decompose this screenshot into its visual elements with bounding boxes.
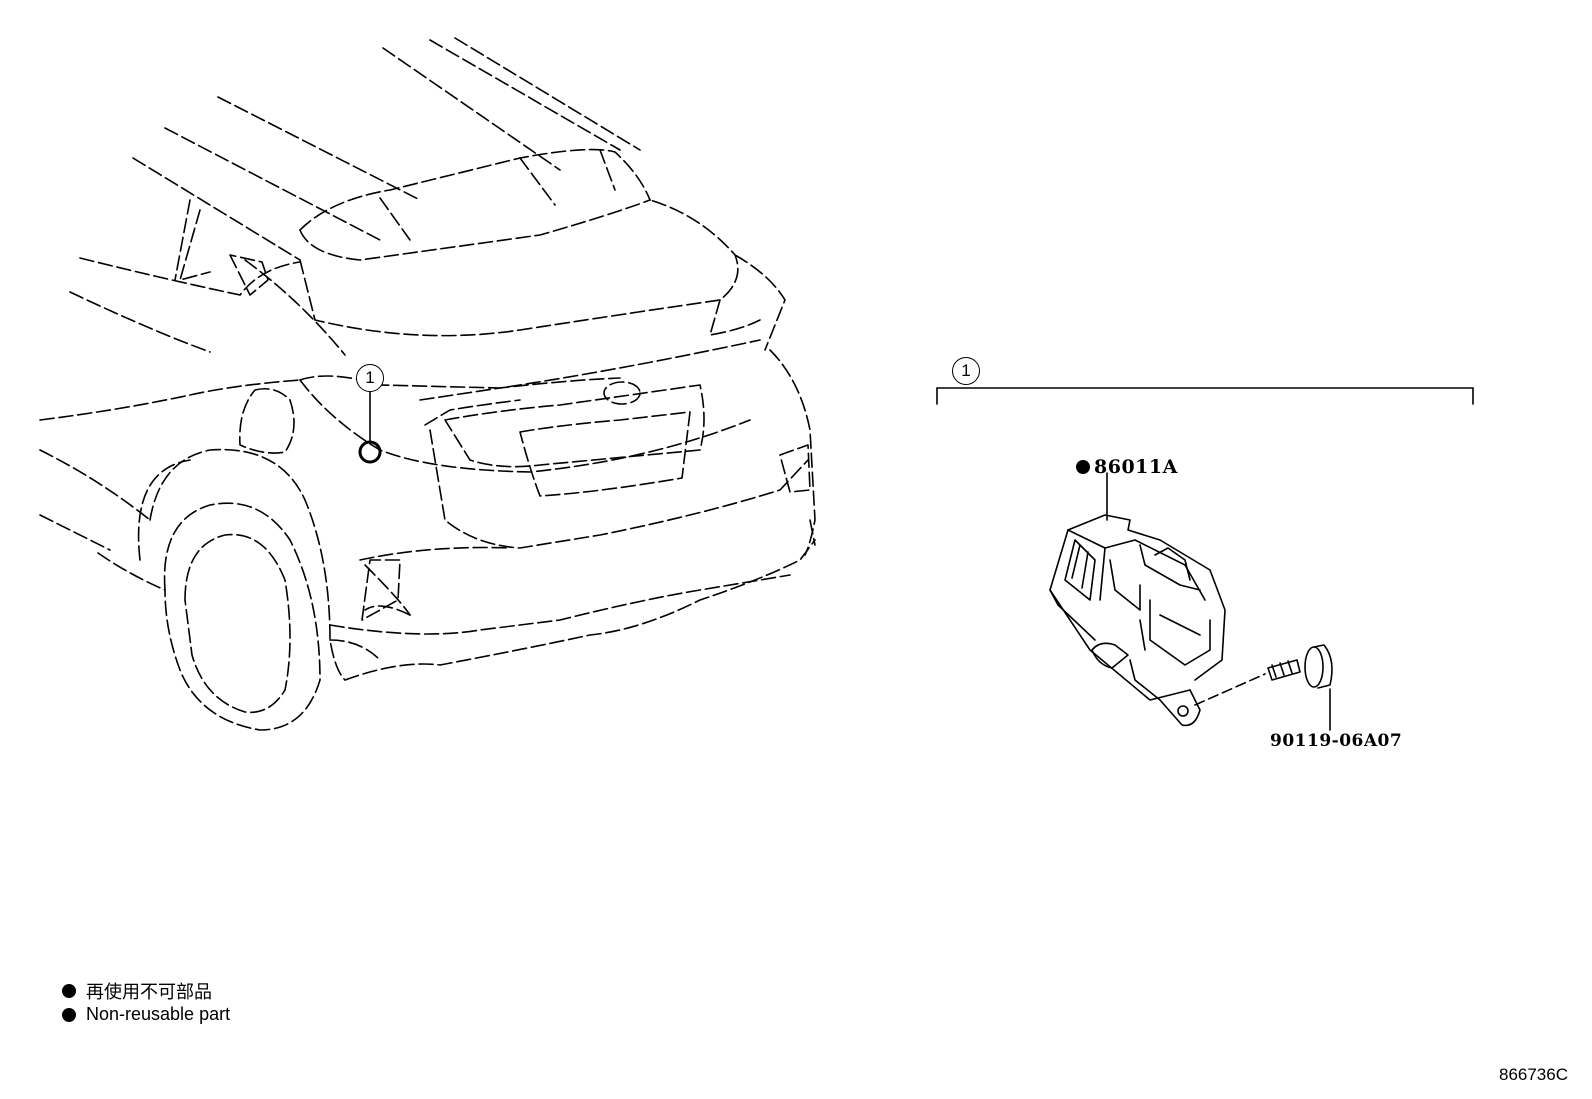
vehicle-callout-number: 1 (356, 364, 384, 392)
vehicle-rear-outline (39, 37, 816, 731)
group-callout-number: 1 (952, 357, 980, 385)
sensor-part-number[interactable]: 86011A (1094, 456, 1178, 478)
diagram-id: 866736C (1498, 1065, 1568, 1084)
sensor-part-label[interactable]: 86011A (1076, 456, 1178, 478)
legend-english: Non-reusable part (62, 1004, 230, 1025)
legend-japanese: 再使用不可部品 (62, 978, 212, 1004)
group-bracket (936, 387, 1474, 405)
non-reusable-marker-icon (1076, 460, 1090, 474)
bolt-part-number[interactable]: 90119-06A07 (1270, 731, 1403, 751)
legend-dot-icon (62, 1007, 76, 1022)
sensor-location-marker (358, 440, 382, 464)
sensor-module-drawing (1049, 472, 1226, 727)
legend-japanese-text: 再使用不可部品 (86, 982, 212, 1002)
legend-dot-icon (62, 984, 76, 998)
legend-english-text: Non-reusable part (86, 1004, 231, 1024)
bolt-drawing (1267, 644, 1333, 731)
bolt-part-label[interactable]: 90119-06A07 (1270, 731, 1402, 751)
